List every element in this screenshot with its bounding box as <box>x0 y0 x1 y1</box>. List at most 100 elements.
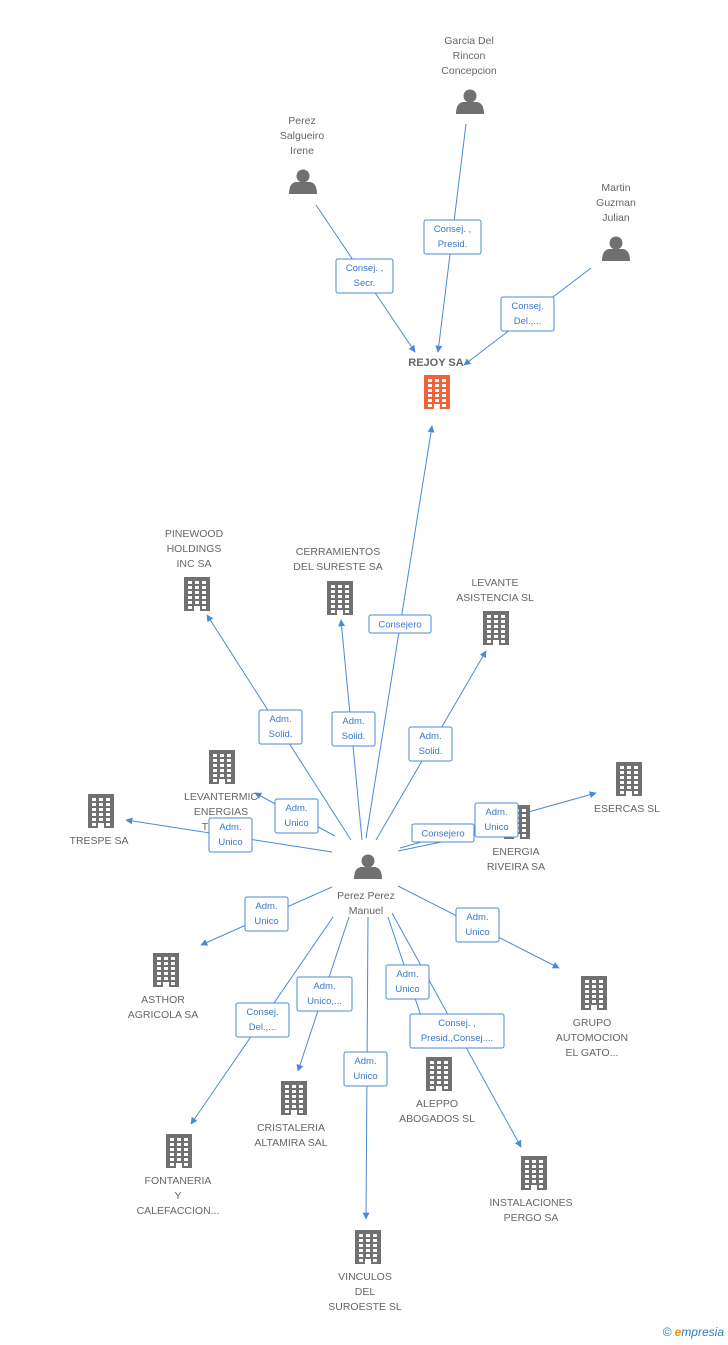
edge-label-box <box>244 896 289 932</box>
node-label-energia: RIVEIRA SA <box>487 861 545 873</box>
building-icon <box>166 1134 192 1168</box>
edge-label-manuel-trespe[interactable]: Adm.Unico <box>208 817 253 853</box>
node-levante[interactable]: LEVANTE ASISTENCIA SL <box>456 577 534 645</box>
node-label-cerramientos: CERRAMIENTOS <box>296 546 380 558</box>
edge-label-box <box>409 1013 505 1049</box>
building-icon <box>581 976 607 1010</box>
edge-label-manuel-levantermic[interactable]: Adm.Unico <box>274 798 319 834</box>
node-label-vinculos: DEL <box>355 1286 376 1298</box>
node-label-esercas: ESERCAS SL <box>594 803 660 815</box>
edge-label-guzman-rejoy[interactable]: Consej.Del.,... <box>500 296 555 332</box>
building-icon <box>281 1081 307 1115</box>
edge-label-box <box>258 709 303 745</box>
edge-label-manuel-pinewood[interactable]: Adm. Solid. <box>258 709 303 745</box>
building-icon <box>209 750 235 784</box>
node-label-guzman: Julian <box>602 212 630 224</box>
building-icon <box>424 375 450 409</box>
edge-label-text: Solid. <box>269 729 293 740</box>
edge-label-text: Presid.,Consej.... <box>421 1033 493 1044</box>
brand-text: mpresia <box>681 1325 724 1339</box>
building-icon <box>616 762 642 796</box>
node-label-aleppo: ALEPPO <box>416 1098 458 1110</box>
node-label-levantermic: ENERGIAS <box>194 806 248 818</box>
edge-label-box <box>331 711 376 747</box>
edge-label-text: Adm. <box>354 1056 376 1067</box>
edge-label-manuel-rejoy[interactable]: Consejero <box>368 614 432 634</box>
edge-label-box <box>474 802 519 838</box>
edge-label-manuel-energia[interactable]: Consejero <box>411 823 475 843</box>
edge-label-text: Consej. <box>511 301 543 312</box>
edge-label-text: Consej. , <box>346 263 384 274</box>
edge-label-manuel-fontaneria[interactable]: Consej.Del.,... <box>235 1002 290 1038</box>
node-label-vinculos: SUROESTE SL <box>328 1301 402 1313</box>
edge-label-box <box>423 219 482 255</box>
edge-label-text: Consejero <box>421 829 464 840</box>
node-label-trespe: TRESPE SA <box>70 835 129 847</box>
building-icon <box>355 1230 381 1264</box>
node-label-salgueiro: Irene <box>290 145 314 157</box>
edge-label-manuel-cerramientos[interactable]: Adm. Solid. <box>331 711 376 747</box>
edge-labels-layer: Consej. ,Presid. Consej. ,Secr. Consej.Del… <box>208 219 555 1087</box>
node-esercas[interactable]: ESERCAS SL <box>594 762 660 815</box>
edge-label-box <box>343 1051 388 1087</box>
edge-label-text: Adm. <box>269 714 291 725</box>
node-label-cristaleria: ALTAMIRA SAL <box>254 1137 327 1149</box>
edge-label-text: Unico <box>284 818 308 829</box>
edge-label-text: Adm. <box>485 807 507 818</box>
edge-label-manuel-vinculos[interactable]: Adm.Unico <box>343 1051 388 1087</box>
node-trespe[interactable]: TRESPE SA <box>70 794 129 847</box>
edge-label-text: Adm. <box>396 969 418 980</box>
edge-label-text: Consej. <box>246 1007 278 1018</box>
edge-label-manuel-levante[interactable]: Adm.Solid. <box>408 726 453 762</box>
node-label-pinewood: PINEWOOD <box>165 528 224 540</box>
edge-label-box <box>408 726 453 762</box>
edge-label-text: Adm. <box>466 912 488 923</box>
edge-label-text: Adm. <box>342 716 364 727</box>
building-icon <box>483 611 509 645</box>
edge-label-manuel-esercas[interactable]: Adm. Unico <box>474 802 519 838</box>
node-label-grupo: AUTOMOCION <box>556 1032 628 1044</box>
edge-label-garcia-rejoy[interactable]: Consej. ,Presid. <box>423 219 482 255</box>
node-rejoy[interactable]: REJOY SA <box>408 357 464 409</box>
edge-label-box <box>385 964 430 1000</box>
node-label-asthor: ASTHOR <box>141 994 185 1006</box>
empresia-brand[interactable]: ©empresia <box>663 1325 724 1339</box>
node-label-fontaneria: FONTANERIA <box>145 1175 212 1187</box>
edge-label-box <box>368 614 432 634</box>
edge-label-manuel-aleppo[interactable]: Adm.Unico <box>385 964 430 1000</box>
node-label-levante: ASISTENCIA SL <box>456 592 534 604</box>
node-label-grupo: EL GATO... <box>566 1047 619 1059</box>
node-label-guzman: Guzman <box>596 197 636 209</box>
edge-label-box <box>208 817 253 853</box>
node-grupo[interactable]: GRUPO AUTOMOCION EL GATO... <box>556 976 628 1059</box>
edge-label-manuel-asthor[interactable]: Adm.Unico <box>244 896 289 932</box>
edge-label-text: Unico <box>484 822 508 833</box>
node-label-levante: LEVANTE <box>471 577 518 589</box>
edge-label-salgueiro-rejoy[interactable]: Consej. ,Secr. <box>335 258 394 294</box>
edge-label-manuel-instalaciones[interactable]: Consej. , Presid.,Consej.... <box>409 1013 505 1049</box>
node-label-garcia: Rincon <box>453 50 486 62</box>
node-label-grupo: GRUPO <box>573 1017 612 1029</box>
person-icon <box>289 169 317 194</box>
edge-label-text: Adm. <box>419 731 441 742</box>
edge-label-manuel-grupo[interactable]: Adm.Unico <box>455 907 500 943</box>
edge-label-text: Consej. , <box>438 1018 476 1029</box>
building-icon <box>153 953 179 987</box>
edge-label-text: Consej. , <box>434 224 472 235</box>
node-fontaneria[interactable]: FONTANERIAYCALEFACCION... <box>137 1134 220 1217</box>
edge-label-text: Solid. <box>342 731 366 742</box>
edge-label-manuel-cristaleria[interactable]: Adm.Unico,... <box>296 976 353 1012</box>
node-label-guzman: Martin <box>601 182 630 194</box>
